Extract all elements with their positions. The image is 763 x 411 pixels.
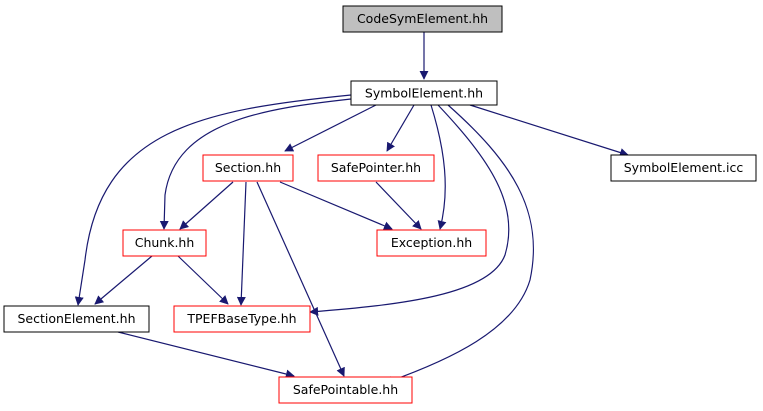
node-section-hh[interactable]: Section.hh [202, 154, 294, 182]
edges [74, 32, 629, 385]
edge-section-to-safepointable [256, 181, 345, 377]
node-chunk-hh-box [122, 229, 207, 257]
node-symbolelement-hh-box [350, 80, 498, 106]
node-symbolelement-hh-label: SymbolElement.hh [365, 86, 483, 101]
edge-section-to-chunk [179, 181, 234, 230]
edge-chunk-to-tpef [177, 255, 229, 305]
node-chunk-hh[interactable]: Chunk.hh [122, 229, 207, 257]
edge-sectionelement-to-safepointable [117, 331, 295, 379]
node-codesymelement-box [342, 5, 503, 33]
edge-chunk-to-sectionelement [94, 255, 153, 305]
node-safepointer-hh-box [317, 154, 435, 182]
node-tpefbasetype-hh-box [173, 305, 311, 333]
node-chunk-hh-label: Chunk.hh [135, 235, 195, 250]
node-symbolelement-icc-box [610, 154, 757, 182]
node-sectionelement-hh-box [3, 305, 150, 333]
node-safepointable-hh-box [278, 376, 413, 404]
edge-symbolelement-to-section [284, 104, 377, 152]
node-section-hh-box [202, 154, 294, 182]
node-exception-hh-label: Exception.hh [391, 235, 472, 250]
node-exception-hh-box [376, 229, 487, 257]
edge-symbolelement-to-safepointer [386, 104, 415, 152]
edge-symbolelement-to-symbolicc [469, 104, 629, 157]
edge-symbolelement-to-safepointable [384, 104, 534, 385]
node-codesymelement[interactable]: CodeSymElement.hh [342, 5, 503, 33]
nodes: CodeSymElement.hh SymbolElement.hh Secti… [3, 5, 757, 404]
node-tpefbasetype-hh-label: TPEFBaseType.hh [186, 311, 296, 326]
node-symbolelement-hh[interactable]: SymbolElement.hh [350, 80, 498, 106]
node-safepointer-hh-label: SafePointer.hh [331, 160, 421, 175]
node-sectionelement-hh[interactable]: SectionElement.hh [3, 305, 150, 333]
node-tpefbasetype-hh[interactable]: TPEFBaseType.hh [173, 305, 311, 333]
edge-safepointer-to-exception [375, 181, 422, 230]
edge-section-to-tpef [236, 181, 247, 306]
node-safepointer-hh[interactable]: SafePointer.hh [317, 154, 435, 182]
node-safepointable-hh[interactable]: SafePointable.hh [278, 376, 413, 404]
node-symbolelement-icc[interactable]: SymbolElement.icc [610, 154, 757, 182]
edge-symbolelement-to-exception [430, 104, 447, 230]
node-codesymelement-label: CodeSymElement.hh [357, 11, 488, 26]
edge-section-to-exception [279, 181, 393, 231]
node-section-hh-label: Section.hh [215, 160, 281, 175]
node-safepointable-hh-label: SafePointable.hh [293, 382, 398, 397]
edge-symbolelement-to-chunk [159, 98, 352, 230]
node-sectionelement-hh-label: SectionElement.hh [17, 311, 135, 326]
node-symbolelement-icc-label: SymbolElement.icc [624, 160, 744, 175]
node-exception-hh[interactable]: Exception.hh [376, 229, 487, 257]
edge-symbolelement-to-tpef [309, 104, 510, 316]
edge-symbolelement-to-sectionelement [74, 94, 352, 306]
